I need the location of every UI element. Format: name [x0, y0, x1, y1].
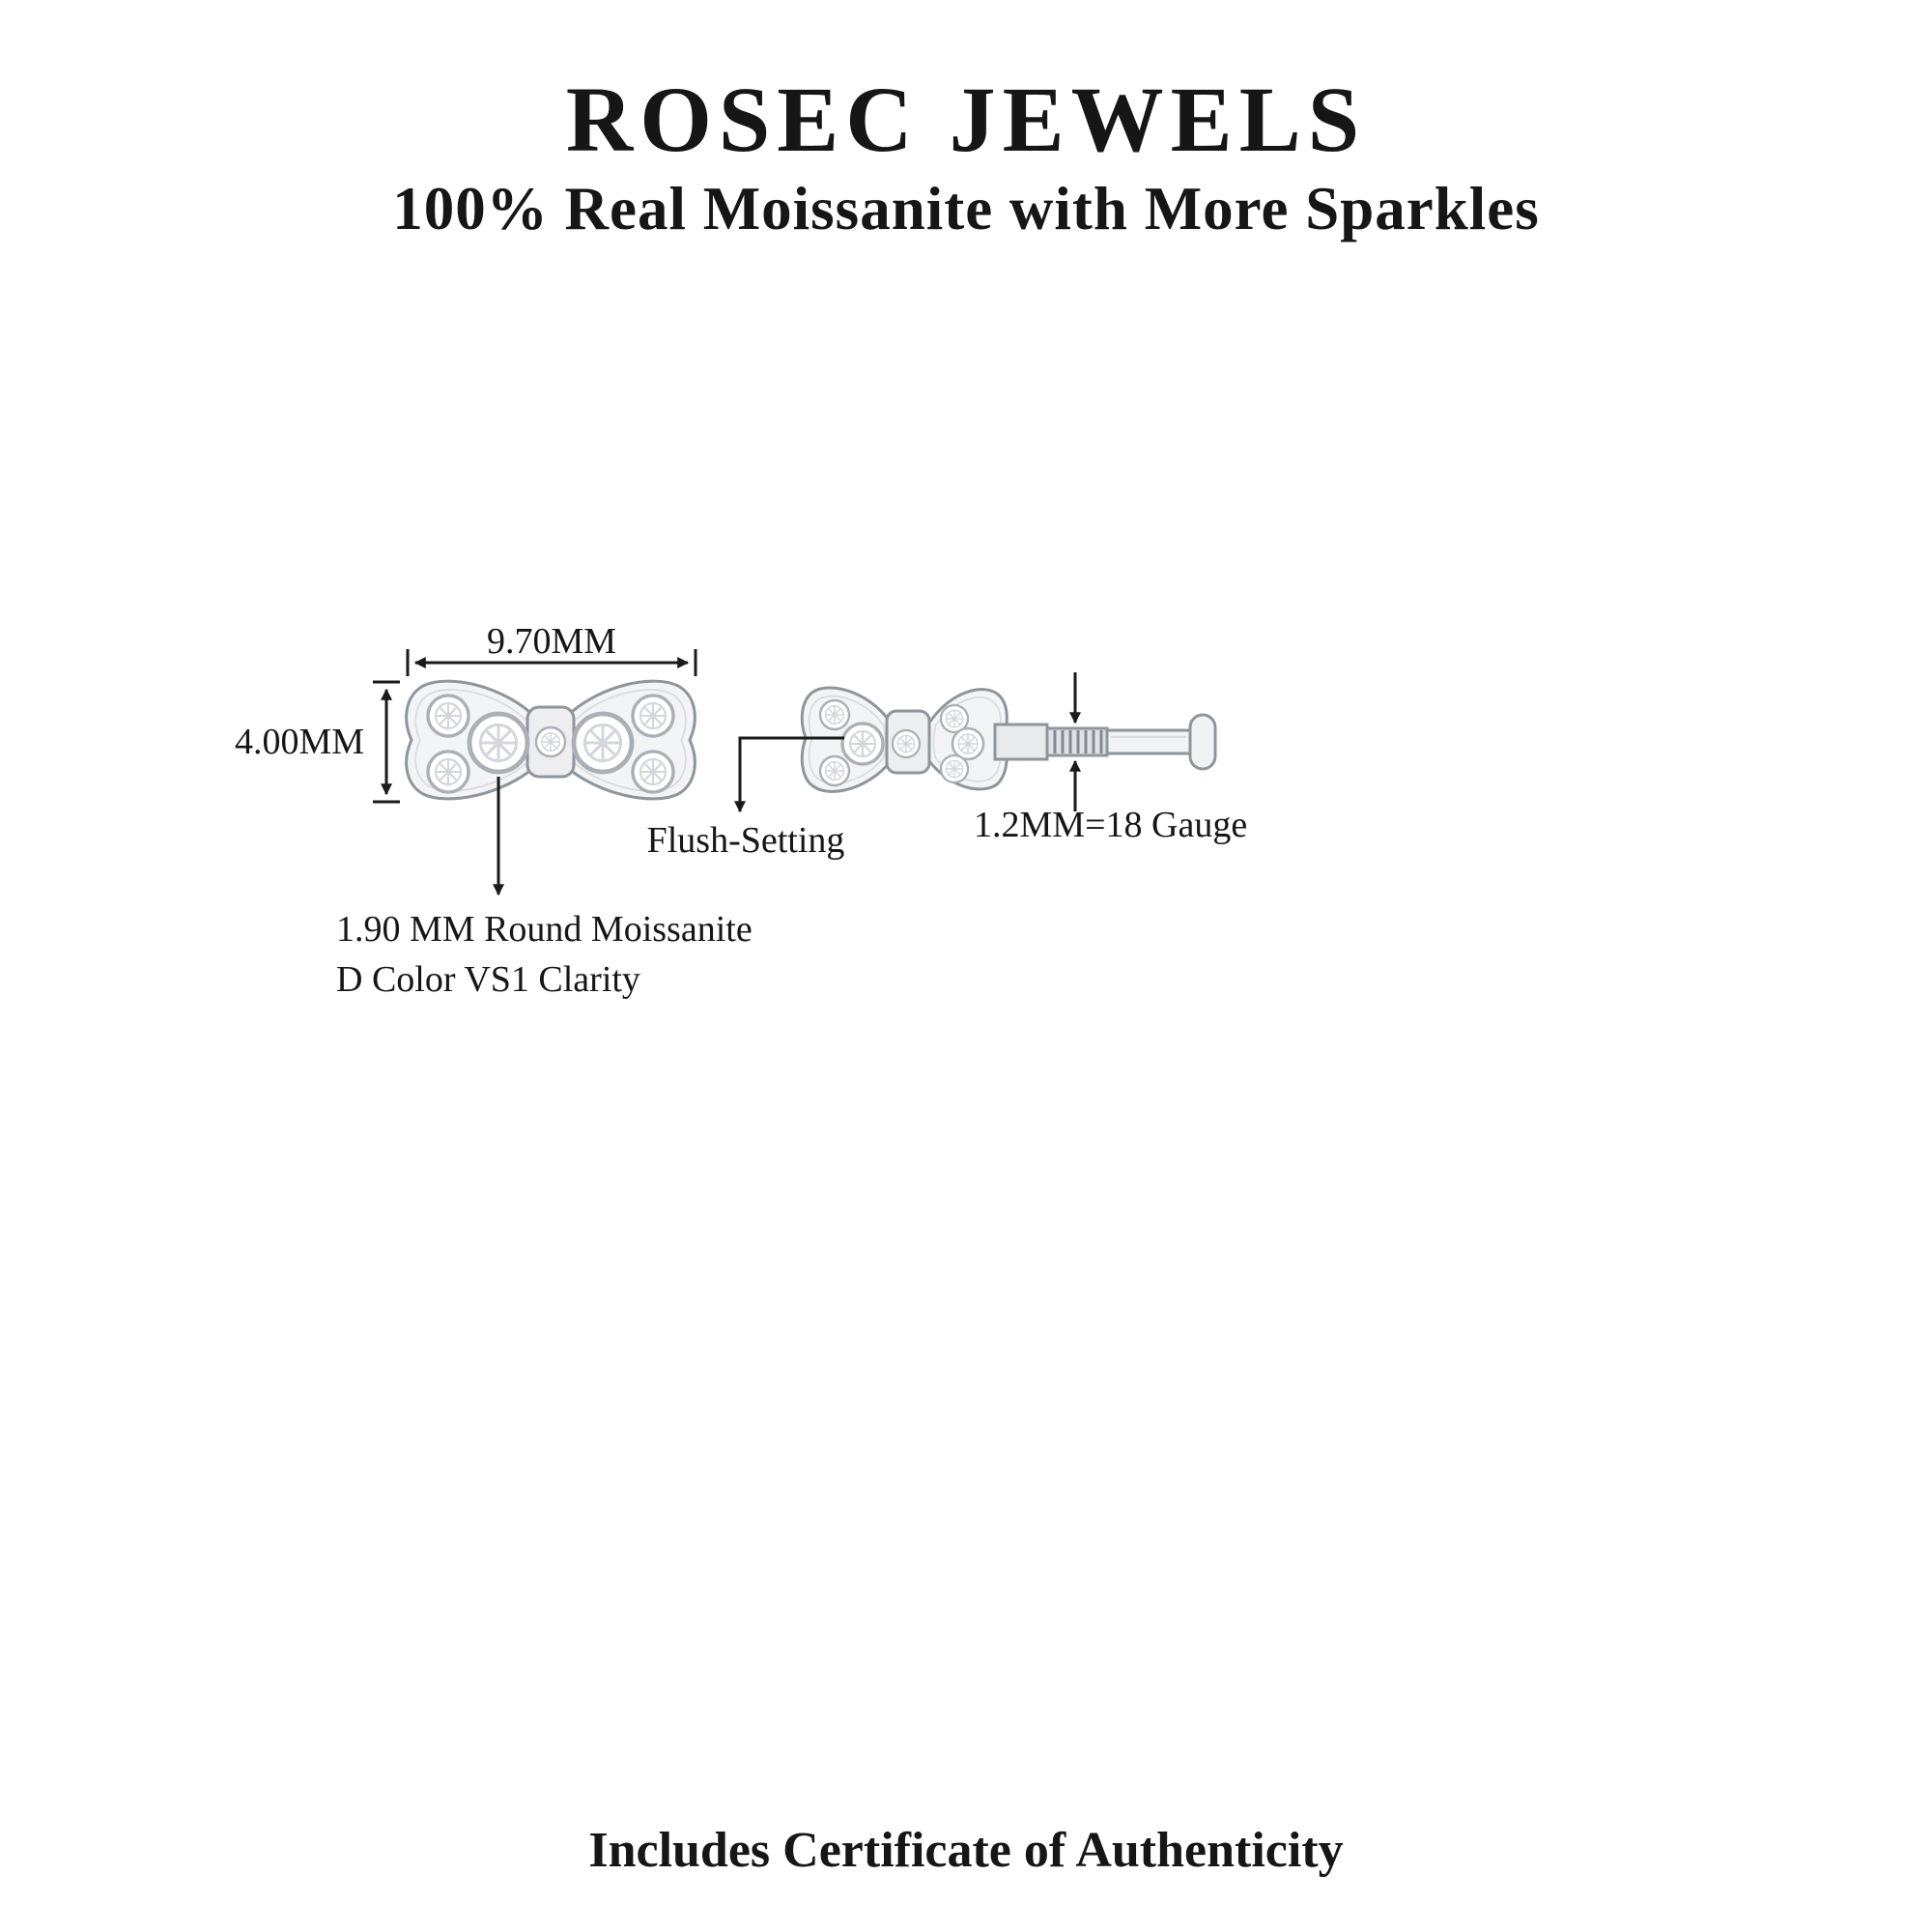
width-dimension-label: 9.70MM	[486, 621, 617, 662]
certificate-note: Includes Certificate of Authenticity	[588, 1823, 1344, 1878]
height-dimension-label: 4.00MM	[234, 722, 365, 762]
stone-note-line2: D Color VS1 Clarity	[336, 959, 640, 1001]
flush-setting-leader-arrow	[734, 736, 844, 813]
width-dimension-line	[406, 649, 697, 676]
height-dimension-line	[373, 680, 400, 804]
flush-setting-label: Flush-Setting	[646, 820, 845, 861]
bow-front-illustration	[405, 679, 696, 801]
brand-title: ROSEC JEWELS	[565, 68, 1367, 171]
brand-subtitle: 100% Real Moissanite with More Sparkles	[392, 175, 1540, 242]
labret-post-illustration	[993, 713, 1217, 771]
stone-note: 1.90 MM Round Moissanite D Color VS1 Cla…	[336, 904, 877, 1006]
bow-side-illustration	[800, 686, 1009, 793]
stone-note-line1: 1.90 MM Round Moissanite	[336, 909, 753, 950]
gauge-label: 1.2MM=18 Gauge	[974, 805, 1248, 845]
